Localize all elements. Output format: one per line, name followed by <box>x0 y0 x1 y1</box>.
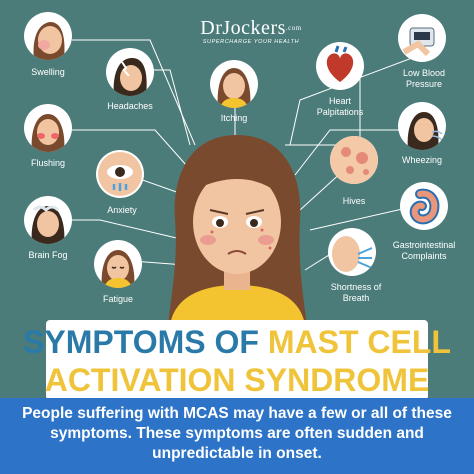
central-woman-illustration <box>168 135 307 325</box>
itching-icon <box>210 60 258 108</box>
headaches-icon <box>106 48 154 96</box>
shortness-of-breath-icon <box>328 228 376 276</box>
title-part-2: MAST CELL <box>267 324 451 360</box>
label-fatigue: Fatigue <box>102 294 134 304</box>
brand-domain: .com <box>285 24 302 32</box>
label-low-blood-pressure: Low Blood Pressure <box>402 68 446 89</box>
title-line-2: ACTIVATION SYNDROME <box>44 362 430 398</box>
title-line-1: SYMPTOMS OF MAST CELL <box>0 324 474 360</box>
flushing-icon <box>24 104 72 152</box>
anxiety-eye-icon <box>96 150 144 198</box>
stomach-icon <box>400 182 448 230</box>
brand-name: DrJockers <box>200 17 286 39</box>
heart-icon <box>316 42 364 90</box>
label-wheezing: Wheezing <box>401 155 443 165</box>
label-itching: Itching <box>220 113 248 123</box>
blood-pressure-cuff-icon <box>398 14 446 62</box>
label-flushing: Flushing <box>30 158 66 168</box>
label-anxiety: Anxiety <box>107 205 137 215</box>
hives-icon <box>330 136 378 184</box>
fatigue-icon <box>94 240 142 288</box>
label-swelling: Swelling <box>31 67 65 77</box>
label-gastrointestinal-complaints: Gastrointestinal Complaints <box>392 240 456 261</box>
title-part-1: SYMPTOMS OF <box>23 324 259 360</box>
title-panel <box>46 320 428 400</box>
brain-fog-icon <box>24 196 72 244</box>
wheezing-icon <box>398 102 446 150</box>
footer-banner <box>0 398 474 474</box>
swelling-icon <box>24 12 72 60</box>
brand-logo: DrJockers.com SUPERCHARGE YOUR HEALTH <box>176 18 326 45</box>
label-headaches: Headaches <box>107 101 153 111</box>
label-hives: Hives <box>342 196 366 206</box>
label-brain-fog: Brain Fog <box>28 250 68 260</box>
footer-text: People suffering with MCAS may have a fe… <box>22 405 452 462</box>
label-shortness-of-breath: Shortness of Breath <box>330 282 382 303</box>
brand-tagline: SUPERCHARGE YOUR HEALTH <box>202 39 300 45</box>
label-heart-palpitations: Heart Palpitations <box>316 96 364 117</box>
